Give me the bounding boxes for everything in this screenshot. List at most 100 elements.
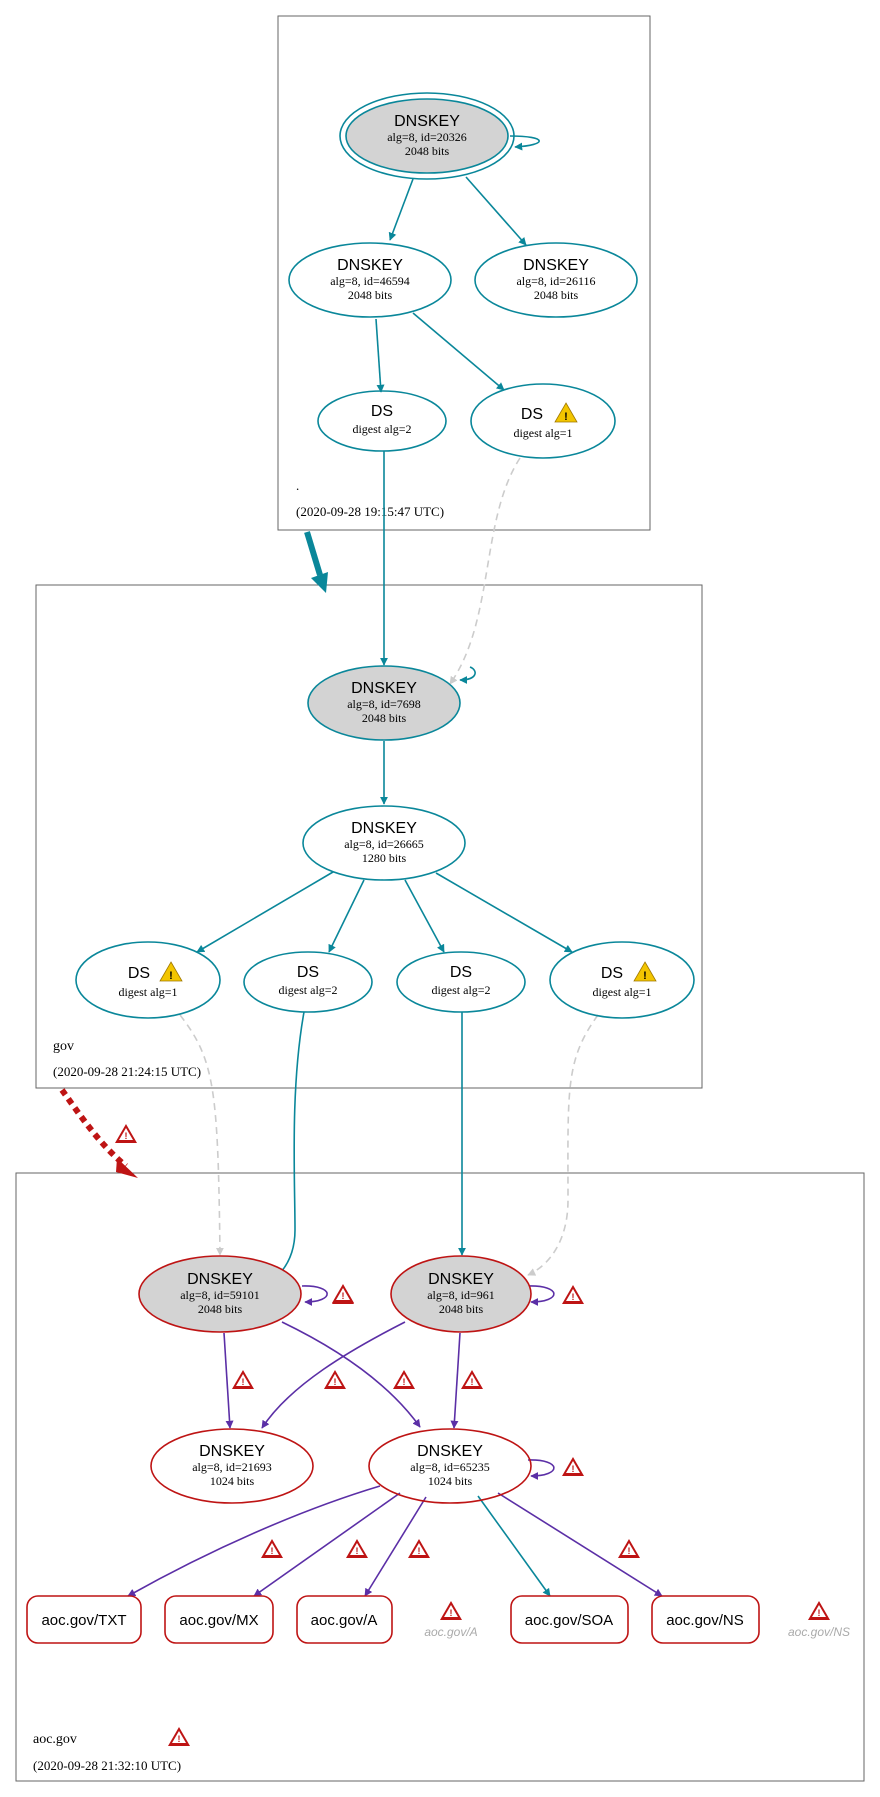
node-line1: alg=8, id=26116: [516, 274, 595, 288]
rrset-label: aoc.gov/TXT: [41, 1612, 126, 1629]
node-line2: 2048 bits: [198, 1302, 243, 1316]
edge-aoc-soa: [477, 1495, 551, 1597]
warning-icon: !: [440, 1601, 462, 1620]
warning-icon: !: [408, 1539, 430, 1558]
delegation-gov-aoc: !: [59, 1088, 138, 1178]
node-line2: 2048 bits: [534, 288, 579, 302]
svg-text:!: !: [643, 970, 647, 982]
svg-text:!: !: [818, 1608, 821, 1618]
node-gov-ksk[interactable]: DNSKEY alg=8, id=7698 2048 bits: [307, 665, 461, 741]
warning-icon: !: [393, 1370, 415, 1389]
node-line2: 1280 bits: [362, 851, 407, 865]
svg-text:!: !: [342, 1291, 345, 1301]
node-title: DS: [128, 965, 150, 982]
rrset-txt[interactable]: aoc.gov/TXT: [26, 1595, 142, 1644]
node-root-zsk-26116[interactable]: DNSKEY alg=8, id=26116 2048 bits: [474, 242, 638, 318]
svg-text:!: !: [334, 1377, 337, 1387]
node-aoc-zsk-65235[interactable]: DNSKEY alg=8, id=65235 1024 bits: [368, 1428, 532, 1504]
node-gov-ds-d[interactable]: DS ! digest alg=1: [549, 941, 695, 1019]
svg-text:!: !: [628, 1546, 631, 1556]
node-line1: alg=8, id=961: [427, 1288, 495, 1302]
svg-text:!: !: [125, 1131, 128, 1141]
svg-text:!: !: [271, 1546, 274, 1556]
warning-icon: !: [562, 1285, 584, 1304]
node-root-ds-alg1[interactable]: DS ! digest alg=1: [470, 383, 616, 459]
zone-gov: gov (2020-09-28 21:24:15 UTC): [35, 584, 703, 1089]
svg-text:!: !: [403, 1377, 406, 1387]
svg-text:!: !: [471, 1377, 474, 1387]
zone-aoc: aoc.gov (2020-09-28 21:32:10 UTC) !: [15, 1172, 865, 1782]
delegation-warning-icon: !: [115, 1124, 137, 1143]
rrset-mx[interactable]: aoc.gov/MX: [164, 1595, 274, 1644]
node-title: DNSKEY: [351, 680, 417, 697]
node-title: DNSKEY: [428, 1271, 494, 1288]
node-line1: alg=8, id=20326: [387, 130, 467, 144]
warning-icon: !: [461, 1370, 483, 1389]
node-title: DNSKEY: [523, 257, 589, 274]
caution-icon: !: [633, 961, 657, 982]
svg-text:!: !: [418, 1546, 421, 1556]
nonexistent-a[interactable]: ! aoc.gov/A: [424, 1601, 478, 1639]
node-title: DS: [371, 403, 393, 420]
rrset-soa[interactable]: aoc.gov/SOA: [510, 1595, 629, 1644]
node-line1: alg=8, id=59101: [180, 1288, 260, 1302]
warning-icon: !: [346, 1539, 368, 1558]
node-title: DNSKEY: [394, 113, 460, 130]
rrset-ns[interactable]: aoc.gov/NS: [651, 1595, 760, 1644]
edge-warning-icons: ! ! ! ! ! ! ! ! ! ! !: [232, 1285, 640, 1558]
zone-gov-name: gov: [53, 1039, 74, 1054]
node-line2: 1024 bits: [428, 1474, 473, 1488]
node-title: DS: [521, 406, 543, 423]
node-root-ds-alg2[interactable]: DS digest alg=2: [317, 390, 447, 452]
rrset-a[interactable]: aoc.gov/A: [296, 1595, 393, 1644]
edges-root: [375, 135, 540, 684]
svg-text:!: !: [178, 1734, 181, 1744]
node-title: DNSKEY: [337, 257, 403, 274]
zone-aoc-timestamp: (2020-09-28 21:32:10 UTC): [33, 1758, 181, 1773]
svg-text:!: !: [356, 1546, 359, 1556]
edges-aoc: [127, 1285, 663, 1597]
zone-root-name: .: [296, 478, 299, 493]
node-title: DNSKEY: [187, 1271, 253, 1288]
warning-icon: !: [324, 1370, 346, 1389]
warning-icon: !: [232, 1370, 254, 1389]
zone-aoc-warning-icon: !: [168, 1727, 190, 1746]
node-line1: alg=8, id=7698: [347, 697, 421, 711]
node-line2: 2048 bits: [405, 144, 450, 158]
svg-text:!: !: [169, 970, 173, 982]
node-line1: alg=8, id=21693: [192, 1460, 272, 1474]
node-aoc-zsk-21693[interactable]: DNSKEY alg=8, id=21693 1024 bits: [150, 1428, 314, 1504]
node-line1: digest alg=1: [513, 426, 572, 440]
warning-icon: !: [332, 1284, 354, 1303]
warning-icon: !: [261, 1539, 283, 1558]
nonexistent-ns[interactable]: ! aoc.gov/NS: [788, 1601, 850, 1639]
edges-gov: [196, 741, 573, 1281]
nonexistent-label: aoc.gov/A: [424, 1625, 477, 1639]
node-title: DNSKEY: [351, 820, 417, 837]
node-gov-ds-b[interactable]: DS digest alg=2: [243, 951, 373, 1013]
node-aoc-ksk-961[interactable]: DNSKEY alg=8, id=961 2048 bits: [390, 1255, 532, 1333]
zone-root: . (2020-09-28 19:15:47 UTC): [277, 15, 651, 531]
node-title: DNSKEY: [199, 1443, 265, 1460]
node-gov-zsk[interactable]: DNSKEY alg=8, id=26665 1280 bits: [302, 805, 466, 881]
node-line2: 2048 bits: [439, 1302, 484, 1316]
node-root-ksk[interactable]: DNSKEY alg=8, id=20326 2048 bits: [339, 92, 515, 180]
node-title: DS: [450, 964, 472, 981]
node-line2: 2048 bits: [348, 288, 393, 302]
warning-icon: !: [808, 1601, 830, 1620]
nonexistent-label: aoc.gov/NS: [788, 1625, 850, 1639]
node-line1: alg=8, id=26665: [344, 837, 424, 851]
svg-text:!: !: [242, 1377, 245, 1387]
svg-text:!: !: [572, 1292, 575, 1302]
node-gov-ds-c[interactable]: DS digest alg=2: [396, 951, 526, 1013]
node-line1: digest alg=1: [592, 985, 651, 999]
node-aoc-ksk-59101[interactable]: DNSKEY alg=8, id=59101 2048 bits: [138, 1255, 302, 1333]
node-title: DNSKEY: [417, 1443, 483, 1460]
node-gov-ds-a[interactable]: DS ! digest alg=1: [75, 941, 221, 1019]
node-line2: 2048 bits: [362, 711, 407, 725]
node-root-zsk-46594[interactable]: DNSKEY alg=8, id=46594 2048 bits: [288, 242, 452, 318]
warning-icon: !: [562, 1457, 584, 1476]
selfloop-warning-icons: !: [332, 1284, 354, 1303]
rrset-label: aoc.gov/SOA: [525, 1612, 613, 1629]
